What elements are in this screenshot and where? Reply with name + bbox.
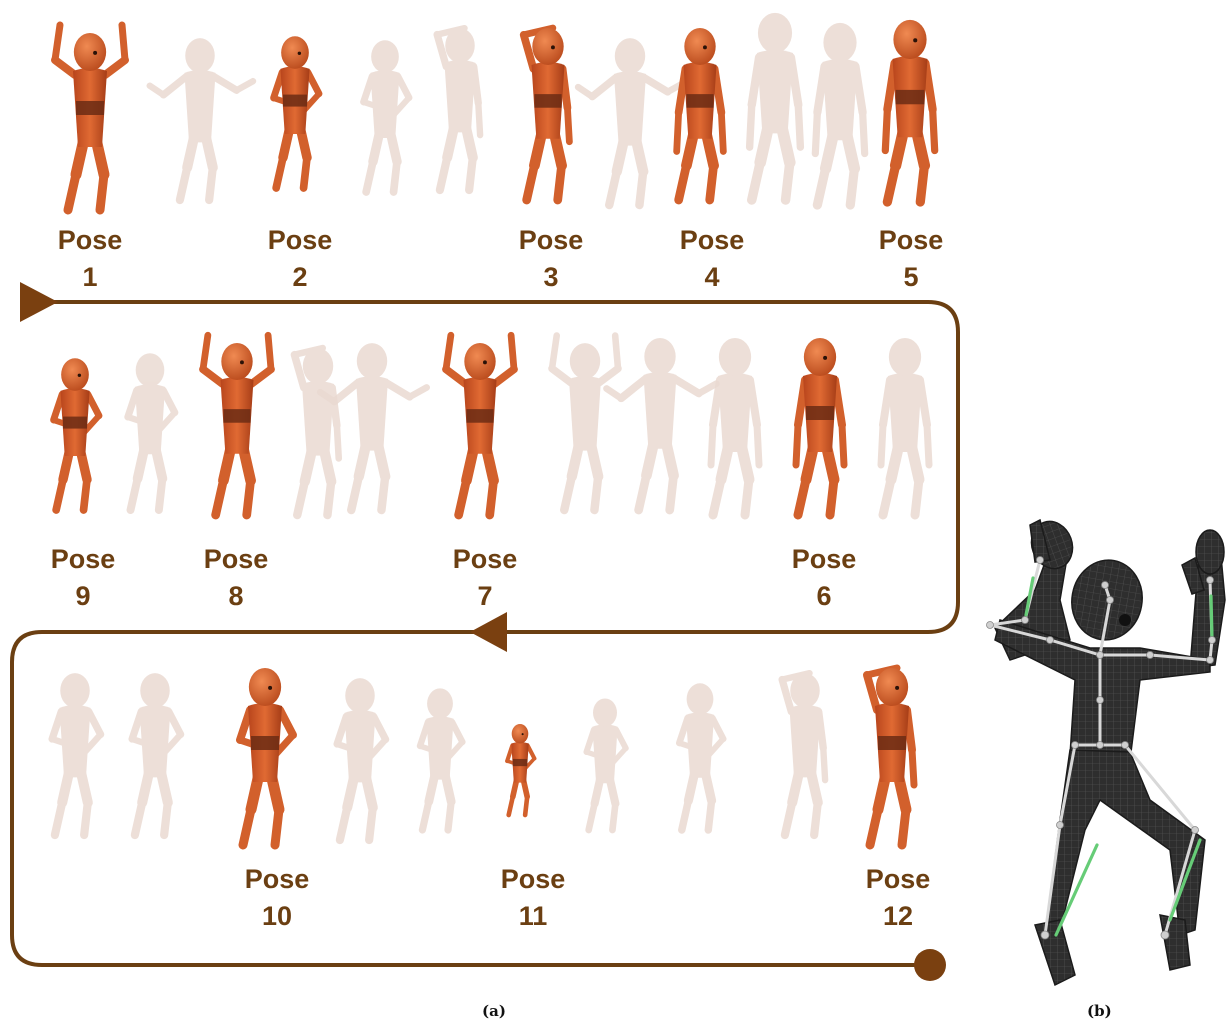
pose-number: 10 <box>222 898 332 935</box>
ghost-figure <box>364 40 409 192</box>
ghost-figure <box>750 13 801 200</box>
pose-number: 6 <box>769 578 879 615</box>
pose-number: 9 <box>28 578 138 615</box>
keyframe-figure <box>885 20 934 202</box>
direction-arrow-icon <box>470 612 507 652</box>
keyframe-figure <box>507 724 534 815</box>
ghost-figure <box>586 698 625 830</box>
ghost-figure <box>881 338 929 515</box>
pose-number: 12 <box>843 898 953 935</box>
pose-word: Pose <box>181 541 291 578</box>
ghost-figure <box>52 673 100 835</box>
panel-b-caption: (b) <box>1087 1002 1112 1020</box>
ghost-figure <box>132 673 180 835</box>
ghost-figure <box>815 23 864 205</box>
pose-number: 4 <box>657 259 767 296</box>
ghost-figure <box>150 38 253 200</box>
pose-word: Pose <box>245 222 355 259</box>
ghost-figure <box>552 336 618 510</box>
pose-word: Pose <box>35 222 145 259</box>
pose-word: Pose <box>856 222 966 259</box>
keyframe-figure <box>796 338 844 515</box>
pose-word: Pose <box>843 861 953 898</box>
pose-word: Pose <box>478 861 588 898</box>
ghost-figure <box>337 678 385 840</box>
pose-number: 8 <box>181 578 291 615</box>
ghost-figure <box>711 338 759 515</box>
keyframe-figure <box>446 335 514 515</box>
ghost-figure <box>437 28 480 190</box>
ghost-figure <box>679 683 723 830</box>
mesh-skeleton-figure <box>987 516 1226 985</box>
pose-number: 11 <box>478 898 588 935</box>
pose-word: Pose <box>496 222 606 259</box>
keyframe-figure <box>677 28 724 200</box>
keyframe-figure <box>203 335 271 515</box>
pose-figures <box>52 13 935 845</box>
pose-word: Pose <box>769 541 879 578</box>
pose-word: Pose <box>222 861 332 898</box>
pose-number: 5 <box>856 259 966 296</box>
pose-number: 7 <box>430 578 540 615</box>
keyframe-figure <box>867 668 914 845</box>
keyframe-figure <box>274 36 319 188</box>
ghost-figure <box>607 338 717 510</box>
keyframe-figure <box>524 28 570 200</box>
ghost-figure <box>294 348 338 515</box>
pose-word: Pose <box>657 222 767 259</box>
pose-number: 2 <box>245 259 355 296</box>
pose-number: 1 <box>35 259 145 296</box>
keyframe-figure <box>54 358 99 510</box>
keyframe-figure <box>55 25 125 210</box>
ghost-figure <box>128 353 175 510</box>
ghost-figure <box>578 38 685 205</box>
pose-word: Pose <box>28 541 138 578</box>
panel-a-caption: (a) <box>482 1002 506 1020</box>
keyframe-figure <box>240 668 293 845</box>
pose-word: Pose <box>430 541 540 578</box>
end-dot-icon <box>914 949 946 981</box>
ghost-figure <box>420 688 462 830</box>
ghost-figure <box>782 673 825 835</box>
pose-number: 3 <box>496 259 606 296</box>
